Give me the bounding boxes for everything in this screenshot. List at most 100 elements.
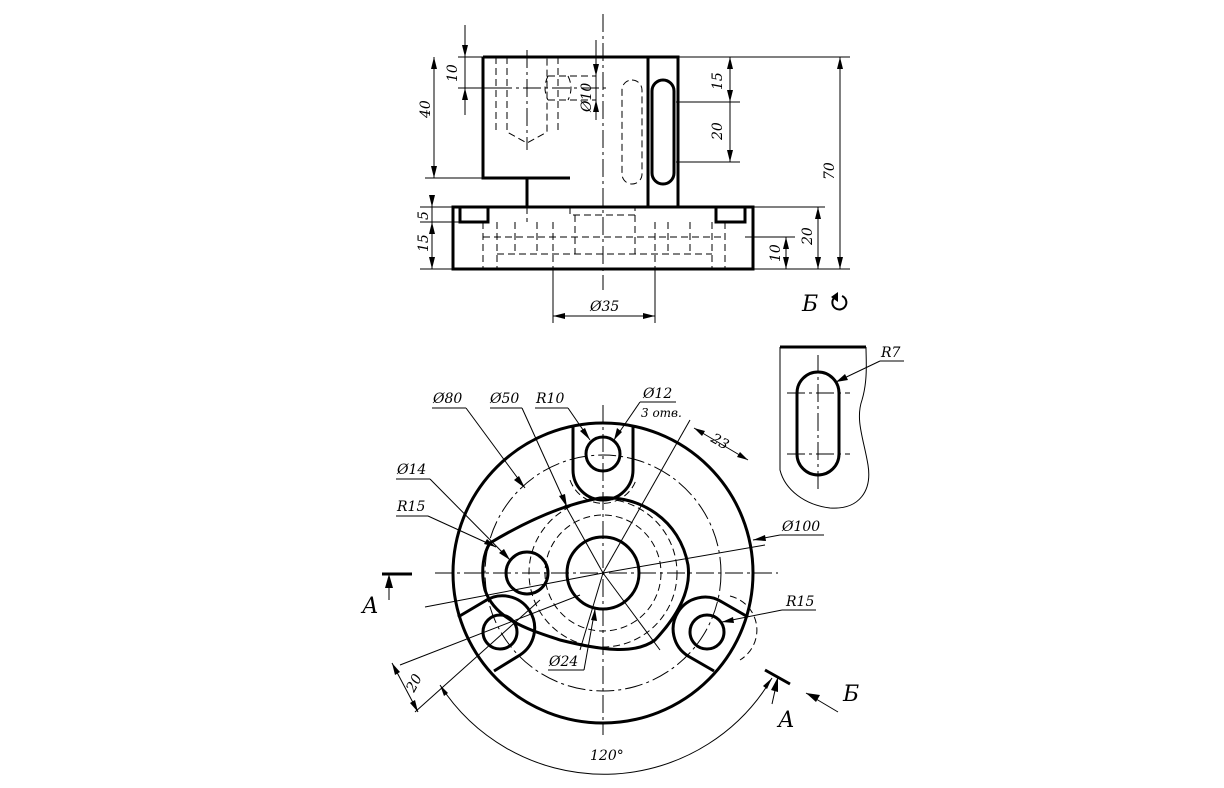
view-arrow-b: Б — [805, 682, 859, 713]
dim-phi80: Ø80 — [432, 391, 462, 407]
label-phi12: Ø12 3 отв. — [613, 386, 682, 441]
arrow — [553, 313, 565, 319]
arrow — [431, 57, 437, 69]
notch-top-hidden — [569, 479, 637, 504]
dim-r15-right: R15 — [785, 594, 814, 610]
notch-right-hidden — [729, 595, 758, 661]
arrow — [462, 88, 468, 100]
section-label-a-right: А — [776, 708, 795, 733]
label-20: 20 — [391, 662, 426, 713]
arrow — [763, 678, 772, 689]
hole-right — [688, 613, 726, 651]
dim-70: 70 — [822, 162, 838, 180]
dim-23: 23 — [707, 430, 731, 453]
label-phi80: Ø80 — [432, 391, 526, 489]
base-outline — [451, 205, 755, 271]
section-marker-a-left: А — [360, 572, 412, 619]
dim-20-top: 20 — [403, 672, 426, 696]
dim-angle-120: 120° — [590, 748, 624, 764]
detail-break-outline — [779, 346, 870, 509]
dim-phi50: Ø50 — [489, 391, 519, 407]
ref-line — [399, 594, 581, 666]
dim-10-top: 10 — [445, 64, 461, 82]
outer-circle — [451, 421, 755, 725]
arrow — [593, 64, 599, 76]
arrow — [643, 313, 655, 319]
front-view: 10 40 Ø10 15 20 70 — [416, 14, 850, 323]
top-view: Ø80 Ø50 R10 Ø12 3 отв. 23 — [360, 386, 859, 775]
label-r15-right: R15 — [721, 594, 816, 623]
dim-3-holes: 3 отв. — [641, 406, 682, 420]
ref-line — [564, 504, 604, 574]
arrow — [837, 257, 843, 269]
ref-line — [424, 572, 604, 608]
angle-arc — [439, 677, 773, 775]
detail-view: R7 — [779, 345, 904, 509]
arrow — [727, 150, 733, 162]
label-r10: R10 — [535, 391, 591, 441]
label-r15-left: R15 — [396, 499, 497, 548]
base-counterbore-left — [458, 207, 490, 224]
ref-line — [602, 419, 691, 574]
label-phi100: Ø100 — [752, 519, 824, 541]
arrow — [727, 90, 733, 102]
arrow — [836, 374, 848, 382]
arrow — [429, 195, 435, 207]
dim-5: 5 — [416, 211, 432, 220]
section-label-a-left: А — [360, 594, 379, 619]
ref-line — [602, 544, 766, 574]
view-label-b: Б — [801, 292, 818, 317]
dim-20-base: 20 — [800, 227, 816, 246]
notch-top — [571, 425, 635, 502]
section-marker-a-right: А — [764, 668, 795, 733]
arrow — [431, 166, 437, 178]
arrow — [593, 100, 599, 112]
label-phi24: Ø24 — [548, 608, 597, 671]
dim-15-base: 15 — [416, 234, 432, 252]
label-phi14: Ø14 — [396, 462, 511, 561]
arrow — [440, 685, 448, 696]
arrow — [783, 237, 789, 249]
dim-10-base: 10 — [768, 244, 784, 262]
dim-phi12: Ø12 — [642, 386, 672, 402]
dim-phi14: Ø14 — [396, 462, 426, 478]
dim-phi100: Ø100 — [781, 519, 820, 535]
ref-line — [414, 599, 541, 713]
ref-line — [579, 572, 604, 651]
notch-right — [671, 595, 749, 673]
arrow — [837, 57, 843, 69]
dim-40: 40 — [418, 100, 434, 119]
arrow — [429, 222, 435, 234]
view-label-b-bottom: Б — [842, 682, 859, 707]
arrow — [429, 257, 435, 269]
dim-20: 20 — [710, 122, 726, 141]
pitch-circle — [484, 454, 722, 692]
center-hole — [565, 535, 641, 611]
base-hidden-lines — [482, 207, 726, 269]
hole-top — [584, 435, 622, 473]
hidden-circle-inner — [544, 514, 662, 632]
dim-r10: R10 — [535, 391, 564, 407]
slot-visible — [650, 78, 676, 186]
dim-phi10: Ø10 — [579, 83, 595, 113]
dim-phi24: Ø24 — [548, 654, 578, 670]
dim-r15-left: R15 — [396, 499, 425, 515]
arrow — [462, 45, 468, 57]
arrow — [815, 207, 821, 219]
label-23: 23 — [693, 427, 749, 461]
base-counterbore-right — [714, 207, 747, 224]
notch-left — [457, 594, 537, 673]
rotate-icon — [831, 292, 848, 311]
hole-left — [481, 613, 519, 651]
tapped-hole-hidden — [495, 57, 559, 144]
arrow — [815, 257, 821, 269]
dim-phi35: Ø35 — [589, 299, 619, 315]
arrow — [727, 57, 733, 69]
hole-phi14 — [504, 550, 550, 596]
cam-body — [481, 496, 691, 651]
dim-15: 15 — [710, 72, 726, 90]
dim-r7: R7 — [880, 345, 901, 361]
ref-line — [602, 572, 661, 651]
label-phi50: Ø50 — [489, 391, 568, 508]
